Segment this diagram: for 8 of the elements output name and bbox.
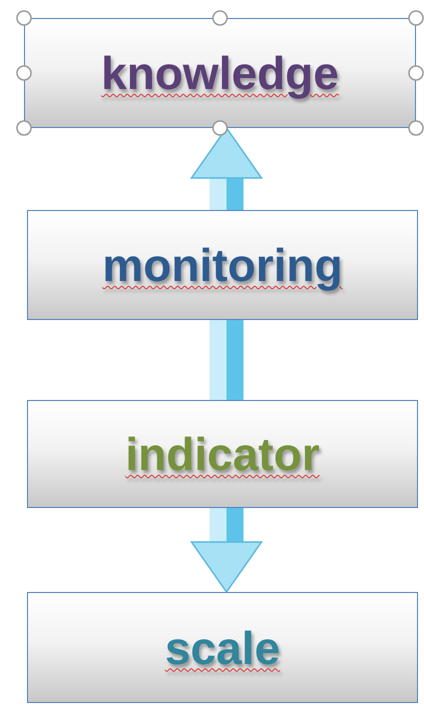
box-label: monitoring [102,238,343,292]
process-box [27,210,418,320]
process-box [24,18,416,128]
process-box [27,592,418,703]
box-label: indicator [125,427,320,481]
box-label: scale [164,620,280,674]
process-box [27,400,418,508]
box-label: knowledge [101,46,339,100]
